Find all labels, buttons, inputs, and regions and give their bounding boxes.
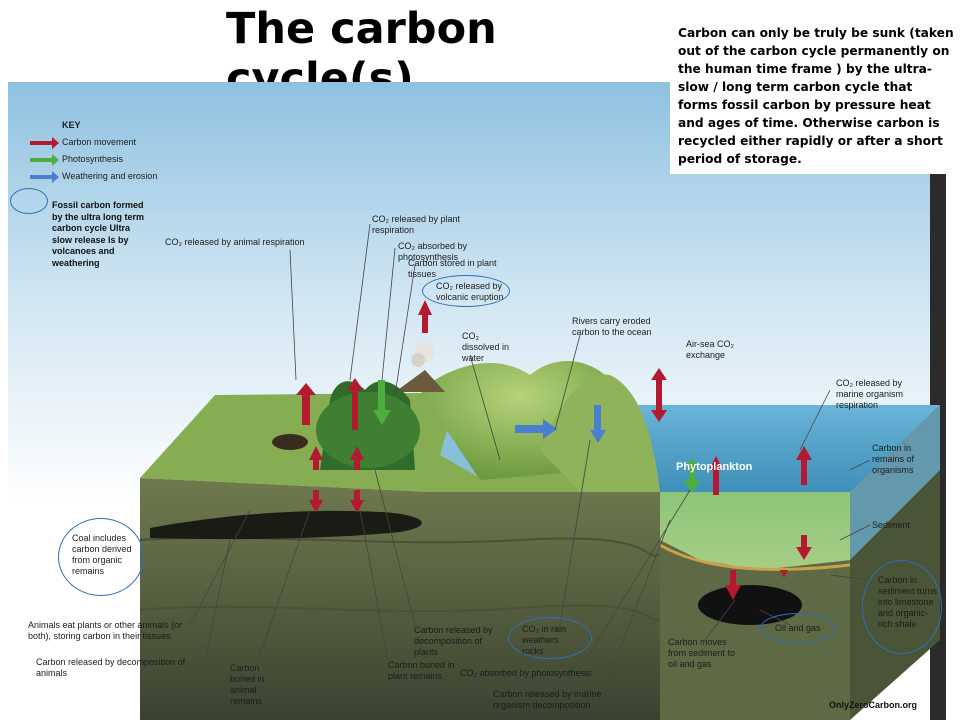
carbon-cycle-illustration [8, 82, 946, 720]
arrow-air-sea [651, 368, 667, 422]
arrow-down-photo-land [373, 380, 391, 425]
key-carbon-arrow-icon [30, 137, 59, 149]
oil-gas-circle [760, 613, 836, 643]
label-animals-eat: Animals eat plants or other animals (or … [28, 620, 183, 641]
arrow-river [515, 419, 557, 439]
key-item-photosynthesis: Photosynthesis [62, 154, 124, 164]
arrow-down-buried-plant [350, 490, 364, 513]
label-oil-gas: Oil and gas [775, 623, 821, 633]
arrow-up-decomp-animals [309, 446, 323, 470]
label-rivers: Rivers carry eroded carbon to the ocean [572, 316, 652, 337]
label-decomp-plants: Carbon released by decomposition of plan… [414, 625, 493, 657]
carbon-arrows [296, 300, 812, 600]
label-carbon-remains-org: Carbon in remains of organisms [872, 443, 915, 475]
key-item-carbon: Carbon movement [62, 137, 137, 147]
arrow-up-decomp-plants [350, 446, 364, 470]
fossil-carbon-note: Fossil carbon formed by the ultra long t… [52, 200, 145, 268]
arrow-down-photo-sea [684, 460, 700, 493]
rain-circle [508, 617, 592, 659]
limestone-circle [862, 560, 942, 654]
volcanic-circle [422, 275, 510, 307]
label-carbon-plant-tissues: Carbon stored in plant tissues [408, 258, 497, 279]
key-title: KEY [62, 120, 81, 130]
label-sediment-limestone: Carbon in sediment turns into limestone … [878, 575, 938, 629]
label-coal: Coal includes carbon derived from organi… [72, 533, 132, 576]
key-arrows [30, 137, 59, 183]
photosynthesis-arrows [373, 380, 700, 493]
arrow-up-marine-resp [796, 446, 812, 485]
label-decomp-animals: Carbon released by decomposition of anim… [36, 657, 186, 678]
label-co2-marine-resp: CO₂ released by marine organism respirat… [836, 378, 904, 410]
arrow-down-oil [725, 570, 741, 600]
arrow-down-sediment [796, 535, 812, 560]
label-sediment: Sediment [872, 520, 911, 530]
credit-text: OnlyZeroCarbon.org [829, 700, 918, 710]
label-co2-dissolved: CO₂ dissolved in water [462, 331, 510, 363]
arrow-down-buried-animal [309, 490, 323, 513]
label-carbon-moves: Carbon moves from sediment to oil and ga… [668, 637, 736, 669]
arrow-up-animal-resp [296, 383, 316, 425]
key-item-weathering: Weathering and erosion [62, 171, 158, 181]
sea-floor-sediment [660, 540, 850, 720]
weathering-arrows [515, 405, 606, 443]
coal-seam [150, 510, 422, 540]
label-phytoplankton: Phytoplankton [676, 461, 753, 473]
label-co2-absorbed-sea: CO₂ absorbed by photosynthesis [460, 668, 592, 678]
label-air-sea: Air-sea CO₂ exchange [686, 339, 735, 360]
arrow-up-plant-resp [347, 378, 363, 430]
arrow-up-volcanic [418, 300, 432, 333]
label-buried-plant: Carbon buried in plant remains [388, 660, 455, 681]
explanatory-note: Carbon can only be truly be sunk (taken … [670, 22, 960, 174]
key-photosynthesis-arrow-icon [30, 154, 59, 166]
label-co2-plant-resp: CO₂ released by plant respiration [372, 214, 461, 235]
label-co2-rain: CO₂ in rain weathers rocks [522, 624, 567, 656]
label-co2-absorbed: CO₂ absorbed by photosynthesis [398, 241, 468, 262]
label-co2-animal-resp: CO₂ released by animal respiration [165, 237, 305, 247]
fossil-marker-circle [10, 188, 48, 214]
key-weathering-arrow-icon [30, 171, 59, 183]
ocean-surface [600, 405, 940, 492]
coal-circle [58, 518, 144, 596]
arrow-rain [590, 405, 606, 443]
animals [272, 434, 308, 450]
volcano [395, 370, 445, 392]
label-co2-volcanic: CO₂ released by volcanic eruption [436, 281, 504, 302]
label-marine-decomp: Carbon released by marine organism decom… [493, 689, 602, 710]
page-title: The carbon cycle(s) [226, 4, 497, 104]
arrow-up-phyto [709, 456, 723, 495]
label-buried-animal: Carbon buried in animal remains [230, 663, 265, 706]
